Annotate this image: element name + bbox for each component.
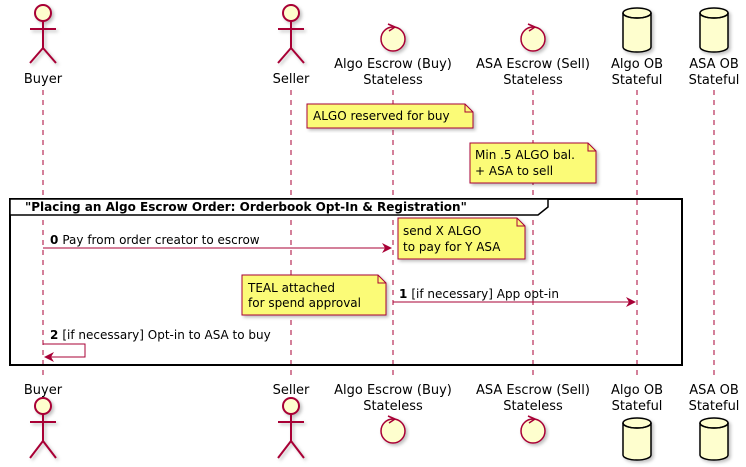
note-algo-reserved-text: ALGO reserved for buy bbox=[313, 109, 450, 123]
message-2-text: [if necessary] Opt-in to ASA to buy bbox=[62, 328, 270, 342]
buyer-label-top: Buyer bbox=[24, 72, 63, 87]
algo-ob-database-icon-bottom bbox=[622, 417, 652, 461]
note-send-x-line2: to pay for Y ASA bbox=[403, 240, 501, 254]
algo-escrow-label-top-2: Stateless bbox=[363, 73, 423, 88]
algo-ob-label-bottom-2: Stateful bbox=[612, 399, 663, 414]
asa-ob-label-bottom-1: ASA OB bbox=[689, 383, 739, 398]
note-min-balance-line1: Min .5 ALGO bal. bbox=[475, 148, 575, 162]
buyer-label-bottom: Buyer bbox=[24, 383, 63, 398]
note-algo-reserved: ALGO reserved for buy bbox=[306, 103, 474, 129]
note-teal-line2: for spend approval bbox=[248, 296, 361, 310]
note-teal: TEAL attached for spend approval bbox=[241, 274, 387, 316]
seller-actor-icon-top bbox=[277, 4, 305, 64]
buyer-actor-icon-bottom bbox=[29, 397, 57, 459]
note-send-x-line1: send X ALGO bbox=[403, 224, 481, 238]
asa-escrow-label-bottom-1: ASA Escrow (Sell) bbox=[476, 383, 590, 398]
algo-ob-label-top-2: Stateful bbox=[612, 73, 663, 88]
algo-escrow-label-top-1: Algo Escrow (Buy) bbox=[334, 57, 452, 72]
note-min-balance-line2: + ASA to sell bbox=[475, 164, 553, 178]
algo-escrow-control-icon-top bbox=[380, 23, 406, 52]
note-min-balance: Min .5 ALGO bal. + ASA to sell bbox=[469, 142, 597, 184]
asa-escrow-label-top-1: ASA Escrow (Sell) bbox=[476, 57, 590, 72]
asa-escrow-label-top-2: Stateless bbox=[503, 73, 563, 88]
message-1-text: [if necessary] App opt-in bbox=[411, 287, 559, 301]
asa-ob-database-icon-top bbox=[699, 7, 729, 53]
lifelines bbox=[42, 90, 715, 378]
message-1-number: 1 bbox=[399, 287, 407, 301]
asa-ob-database-icon-bottom bbox=[699, 417, 729, 461]
buyer-actor-icon-top bbox=[29, 4, 57, 64]
message-0-text: Pay from order creator to escrow bbox=[62, 233, 259, 247]
message-0-label: 0 Pay from order creator to escrow bbox=[50, 233, 260, 247]
group-title: "Placing an Algo Escrow Order: Orderbook… bbox=[25, 200, 467, 214]
asa-escrow-control-icon-top bbox=[520, 23, 546, 52]
note-teal-line1: TEAL attached bbox=[247, 281, 335, 295]
algo-ob-label-bottom-1: Algo OB bbox=[611, 383, 663, 398]
asa-ob-label-bottom-2: Stateful bbox=[689, 399, 740, 414]
group-frame: "Placing an Algo Escrow Order: Orderbook… bbox=[9, 198, 683, 366]
message-2-number: 2 bbox=[50, 328, 58, 342]
message-0-number: 0 bbox=[50, 233, 58, 247]
message-2-label: 2 [if necessary] Opt-in to ASA to buy bbox=[50, 328, 271, 342]
seller-actor-icon-bottom bbox=[277, 397, 305, 459]
asa-ob-label-top-1: ASA OB bbox=[689, 57, 739, 72]
algo-escrow-label-bottom-2: Stateless bbox=[363, 399, 423, 414]
asa-escrow-label-bottom-2: Stateless bbox=[503, 399, 563, 414]
message-1-label: 1 [if necessary] App opt-in bbox=[399, 287, 559, 301]
seller-label-bottom: Seller bbox=[273, 383, 310, 398]
note-send-x: send X ALGO to pay for Y ASA bbox=[397, 217, 526, 260]
message-2-self-arrow bbox=[43, 343, 86, 362]
algo-ob-label-top-1: Algo OB bbox=[611, 57, 663, 72]
seller-label-top-text: Seller bbox=[273, 72, 310, 87]
asa-escrow-control-icon-bottom bbox=[520, 415, 546, 444]
algo-escrow-control-icon-bottom bbox=[380, 415, 406, 444]
algo-ob-database-icon-top bbox=[622, 7, 652, 53]
algo-escrow-label-bottom-1: Algo Escrow (Buy) bbox=[334, 383, 452, 398]
asa-ob-label-top-2: Stateful bbox=[689, 73, 740, 88]
